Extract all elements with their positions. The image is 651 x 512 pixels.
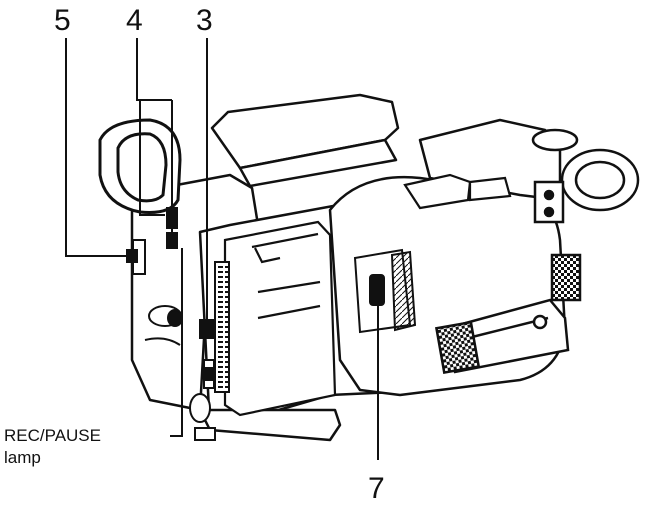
front-lens-eyecup [531, 128, 640, 224]
leader-lines [65, 38, 379, 460]
vent-grille [214, 261, 230, 393]
hand-strap [434, 253, 582, 375]
callout-5: 5 [54, 4, 71, 37]
callout-3: 3 [196, 4, 213, 37]
rec-pause-sublabel: lamp [4, 448, 41, 467]
rec-pause-label: REC/PAUSE [4, 426, 101, 445]
cassette-door [223, 220, 337, 417]
rear-panel-controls [126, 207, 216, 441]
leader-rec-pause [170, 248, 183, 437]
leader-5 [65, 38, 128, 257]
grip-area [353, 248, 417, 334]
leader-4-left [139, 100, 165, 216]
callout-7: 7 [368, 472, 385, 505]
top-controls [403, 173, 512, 210]
rear-eyecup [98, 118, 182, 214]
callout-4: 4 [126, 4, 143, 37]
camcorder-body [130, 93, 567, 442]
leader-4-stem [136, 38, 172, 101]
